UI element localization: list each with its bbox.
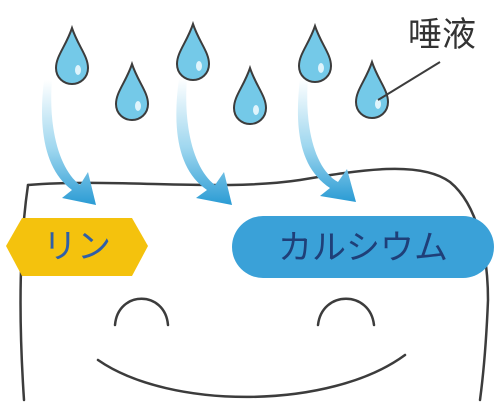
right-eye bbox=[316, 297, 376, 327]
saliva-label: 唾液 bbox=[408, 15, 476, 55]
tooth-outline bbox=[26, 167, 490, 402]
saliva-leader-line bbox=[377, 61, 441, 101]
saliva-drop-icon bbox=[354, 58, 390, 120]
phosphorus-label: リン bbox=[43, 227, 111, 267]
curved-arrow-icon bbox=[176, 78, 232, 205]
curved-arrow-icon bbox=[297, 78, 356, 202]
calcium-label: カルシウム bbox=[278, 228, 448, 268]
tooth-left-side bbox=[19, 183, 30, 402]
saliva-drop-icon bbox=[175, 20, 211, 82]
saliva-drop-icon bbox=[114, 60, 150, 122]
smile-mouth bbox=[96, 353, 407, 399]
left-eye bbox=[113, 297, 170, 327]
phosphorus-badge bbox=[6, 218, 148, 276]
saliva-drop-icon bbox=[297, 22, 333, 84]
curved-arrow-icon bbox=[42, 80, 96, 205]
calcium-badge bbox=[232, 216, 494, 278]
saliva-drop-icon bbox=[232, 64, 268, 126]
saliva-drop-icon bbox=[54, 24, 90, 86]
